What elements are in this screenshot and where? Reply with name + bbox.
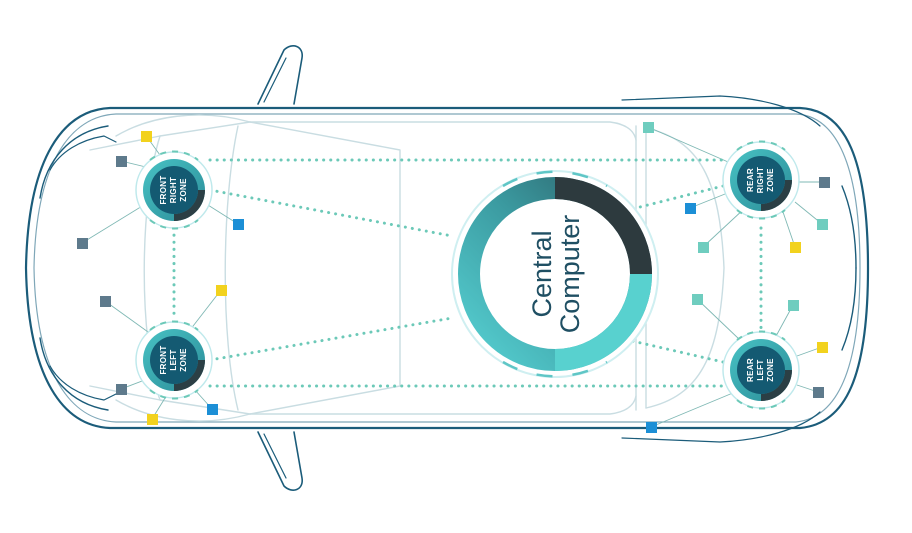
car-outline	[24, 106, 870, 430]
sensor-gray	[819, 177, 830, 188]
sensor-blue	[685, 203, 696, 214]
front-right-label-3: ZONE	[179, 178, 188, 202]
sensor-yellow	[817, 342, 828, 353]
sensor-teal	[698, 242, 709, 253]
sensor-gray	[813, 387, 824, 398]
rear-left-zone: REAR LEFT ZONE	[722, 330, 800, 410]
front-left-label-2: LEFT	[169, 349, 178, 370]
front-right-zone: FRONT RIGHT ZONE	[135, 150, 213, 230]
rear-right-label-1: REAR	[746, 168, 755, 192]
front-right-label-2: RIGHT	[169, 177, 178, 203]
link-rr-central	[626, 184, 725, 212]
sensor-teal	[692, 294, 703, 305]
network-links	[172, 158, 763, 388]
central-computer: Central Computer	[451, 170, 659, 378]
front-right-label-1: FRONT	[159, 175, 168, 204]
central-arc-top-accent	[502, 170, 608, 188]
sensor-yellow	[216, 285, 227, 296]
central-ring-light-segment	[554, 273, 652, 371]
link-fr-central	[208, 188, 454, 238]
sensor-teal	[817, 219, 828, 230]
front-left-zone: FRONT LEFT ZONE	[135, 320, 213, 400]
mirror-bottom	[257, 431, 303, 491]
sensor-yellow	[790, 242, 801, 253]
central-ring-dark-segment	[554, 177, 652, 275]
sensor-gray	[100, 296, 111, 307]
sensor-blue	[233, 219, 244, 230]
sensor-gray	[77, 238, 88, 249]
front-left-label-3: ZONE	[179, 348, 188, 372]
sensor-blue	[207, 404, 218, 415]
sensor-teal	[788, 300, 799, 311]
car-inner-outline	[33, 113, 861, 423]
rear-left-label-2: LEFT	[756, 359, 765, 380]
rear-right-label-3: ZONE	[766, 168, 775, 192]
sensors	[77, 122, 830, 433]
rear-left-label-3: ZONE	[766, 358, 775, 382]
car-body	[24, 45, 870, 491]
mirror-top	[257, 45, 303, 105]
sensor-teal	[643, 122, 654, 133]
sensor-gray	[116, 156, 127, 167]
sensor-gray	[116, 384, 127, 395]
link-fl-central	[208, 316, 454, 362]
central-label-line2: Computer	[555, 215, 585, 334]
front-left-label-1: FRONT	[159, 345, 168, 374]
rear-right-zone: REAR RIGHT ZONE	[722, 140, 800, 220]
link-rl-central	[626, 338, 725, 364]
rear-left-label-1: REAR	[746, 358, 755, 382]
rear-right-label-2: RIGHT	[756, 167, 765, 193]
sensor-blue	[646, 422, 657, 433]
central-arc-bottom-accent	[502, 360, 608, 378]
sensor-yellow	[141, 131, 152, 142]
central-label-line1: Central	[527, 230, 557, 317]
sensor-yellow	[147, 414, 158, 425]
